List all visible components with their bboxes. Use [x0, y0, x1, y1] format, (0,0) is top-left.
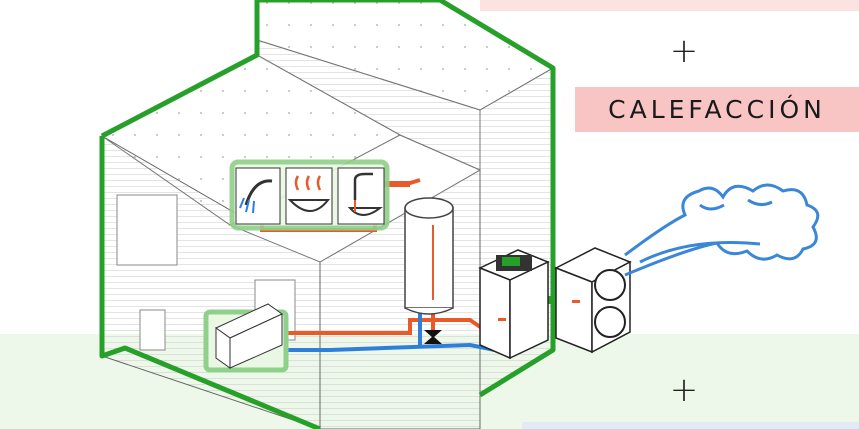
house-window-1: [116, 194, 178, 266]
calefaccion-label: CALEFACCIÓN: [575, 87, 859, 132]
fan-coil-icon: [203, 303, 289, 373]
valve-icon: [424, 330, 442, 338]
top-banner: [480, 0, 859, 11]
water-tank-icon: [404, 197, 454, 315]
sink-tap-icon: [337, 167, 385, 225]
house-window-3: [139, 309, 166, 351]
indoor-unit-icon: [478, 249, 550, 360]
shower-icon: [235, 167, 281, 225]
bathtub-icon: [285, 167, 333, 225]
plus-sign-top: +: [669, 31, 699, 71]
bottom-blue-band: [522, 422, 859, 429]
air-cloud-icon: [624, 183, 820, 277]
house-green-outline-top: [100, 0, 556, 398]
valve-icon-lower: [424, 336, 442, 344]
plus-sign-bottom: +: [669, 370, 699, 410]
outdoor-heat-pump-icon: [554, 247, 632, 354]
house-green-outline: [99, 136, 321, 429]
hot-water-uses: [229, 159, 390, 231]
heating-hot-pipe: [280, 318, 494, 337]
heating-cold-pipe: [282, 342, 496, 352]
